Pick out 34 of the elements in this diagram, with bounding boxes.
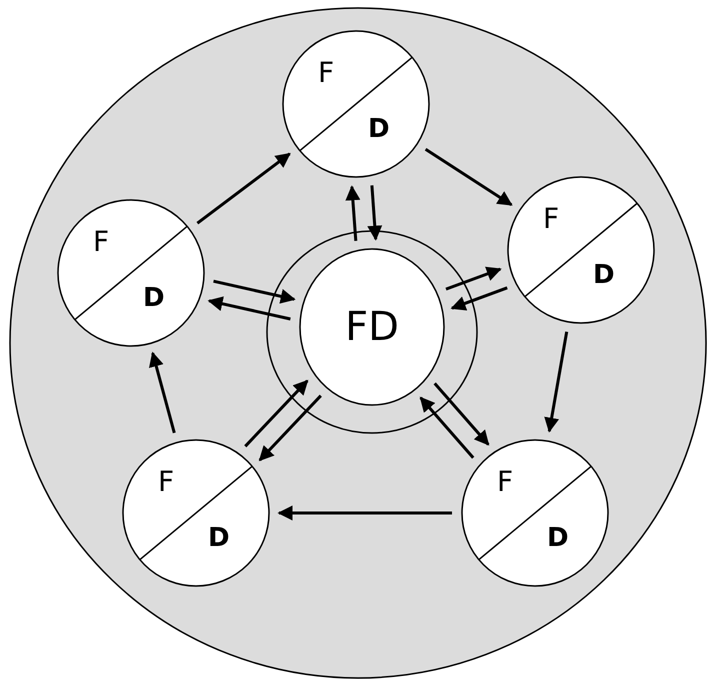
arrow xyxy=(450,286,508,311)
arrow xyxy=(149,352,176,434)
lower-label: D xyxy=(547,525,569,551)
arrow xyxy=(244,380,308,448)
upper-label: F xyxy=(158,468,174,496)
arrow xyxy=(434,382,490,446)
arrow xyxy=(544,332,568,433)
ring-circle xyxy=(267,231,477,433)
lower-label: D xyxy=(143,285,165,311)
arrow xyxy=(367,185,382,241)
upper-label: F xyxy=(497,468,514,496)
split-circle xyxy=(462,440,608,586)
arrow xyxy=(424,148,513,206)
center-ellipse xyxy=(300,249,444,405)
upper-label: F xyxy=(318,59,334,87)
arrow xyxy=(258,394,322,462)
arrow xyxy=(445,266,502,290)
lower-label: D xyxy=(208,525,230,551)
split-circle xyxy=(123,440,269,586)
node-label: FD xyxy=(345,307,399,347)
lower-label: D xyxy=(368,116,390,142)
arrow xyxy=(278,506,452,520)
upper-label: F xyxy=(93,228,110,256)
background-circle xyxy=(10,8,706,678)
arrow xyxy=(208,296,291,320)
arrow xyxy=(196,152,291,224)
upper-label: F xyxy=(543,205,560,233)
split-circle xyxy=(508,177,654,323)
arrow xyxy=(420,396,474,459)
arrow xyxy=(345,185,360,241)
lower-label: D xyxy=(593,262,615,288)
arrow xyxy=(213,280,296,304)
split-circle xyxy=(283,31,429,177)
split-circle xyxy=(58,200,204,346)
